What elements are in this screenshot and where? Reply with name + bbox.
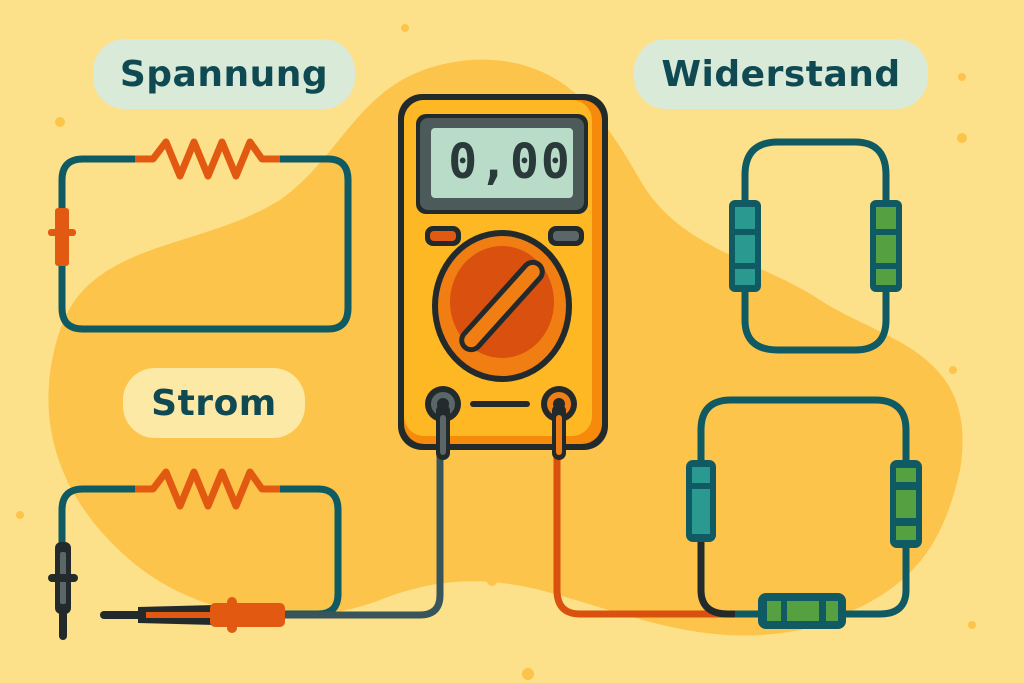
port-divider bbox=[470, 401, 530, 407]
resistance-circuit-bottom bbox=[686, 396, 922, 629]
red-lead bbox=[553, 455, 735, 618]
current-circuit bbox=[48, 468, 342, 640]
resistor-teal-icon bbox=[686, 460, 716, 542]
resistor-green-bottom-icon bbox=[758, 593, 846, 629]
probe-marker-icon bbox=[55, 208, 69, 266]
resistor-teal-icon bbox=[729, 200, 761, 292]
resistor-zigzag-icon bbox=[135, 468, 280, 510]
resistance-circuit-top bbox=[729, 138, 902, 354]
resistor-green-right-icon bbox=[890, 460, 922, 548]
lcd-readout: 0,00 bbox=[448, 134, 572, 190]
multimeter bbox=[398, 94, 608, 460]
lcd-screen bbox=[431, 128, 573, 198]
red-probe-icon bbox=[100, 597, 285, 633]
black-lead bbox=[285, 455, 444, 619]
label-voltage: Spannung bbox=[93, 39, 355, 109]
resistor-green-icon bbox=[870, 200, 902, 292]
label-voltage-text: Spannung bbox=[119, 53, 329, 95]
black-probe-icon bbox=[48, 542, 78, 640]
voltage-circuit bbox=[48, 138, 352, 333]
label-resistance: Widerstand bbox=[634, 39, 928, 109]
resistor-zigzag-icon bbox=[135, 138, 280, 180]
label-resistance-text: Widerstand bbox=[661, 53, 901, 95]
decorative-dots bbox=[16, 24, 976, 680]
label-current: Strom bbox=[123, 368, 305, 438]
label-current-text: Strom bbox=[151, 382, 277, 424]
